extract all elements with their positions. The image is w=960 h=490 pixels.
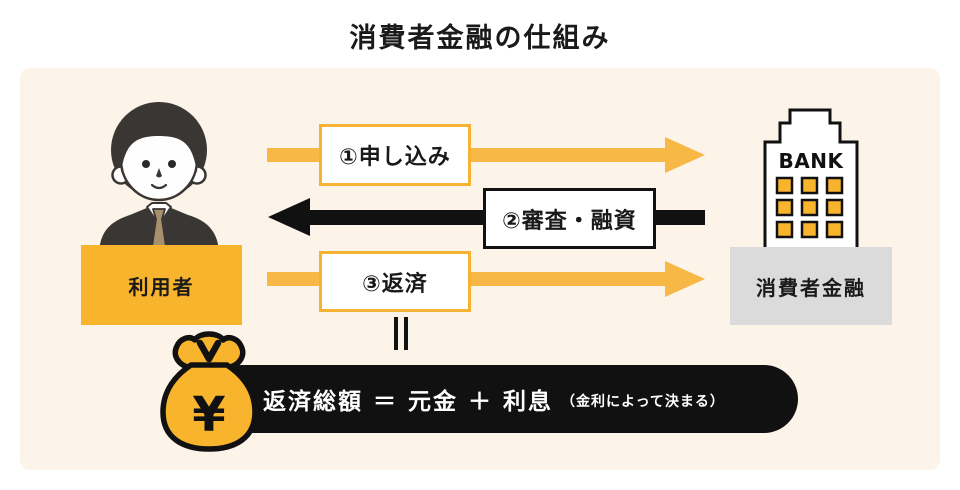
lender-label: 消費者金融	[730, 247, 892, 325]
equation-note: （金利によって決まる）	[561, 394, 725, 410]
businessman-illustration	[98, 102, 220, 255]
bank-building-illustration: BANK	[763, 108, 859, 254]
diagram-panel: 利用者 BANK 消費者金融	[20, 68, 940, 470]
step-label: ①申し込み	[339, 145, 451, 170]
equation-formula: 返済総額 ＝ 元金 ＋ 利息	[263, 389, 554, 415]
step-label: ③返済	[362, 271, 428, 297]
user-label-text: 利用者	[128, 274, 195, 299]
equation-pill: 返済総額 ＝ 元金 ＋ 利息 （金利によって決まる）	[207, 365, 798, 433]
arrow-head-right-icon	[665, 261, 705, 297]
step-box-repayment: ③返済	[319, 251, 471, 312]
user-label: 利用者	[81, 245, 242, 325]
diagram-title: 消費者金融の仕組み	[349, 23, 611, 54]
bank-sign-text: BANK	[779, 149, 845, 173]
money-bag-icon: ¥	[160, 331, 258, 452]
step-label: ②審査・融資	[502, 208, 637, 234]
arrow-head-right-icon	[665, 137, 705, 173]
step-box-application: ①申し込み	[319, 124, 471, 186]
yen-symbol: ¥	[192, 387, 225, 443]
bank-windows	[775, 176, 844, 239]
arrow-head-left-icon	[268, 198, 310, 236]
step-box-screening: ②審査・融資	[483, 188, 656, 249]
lender-label-text: 消費者金融	[756, 275, 866, 300]
equals-icon	[394, 317, 408, 350]
